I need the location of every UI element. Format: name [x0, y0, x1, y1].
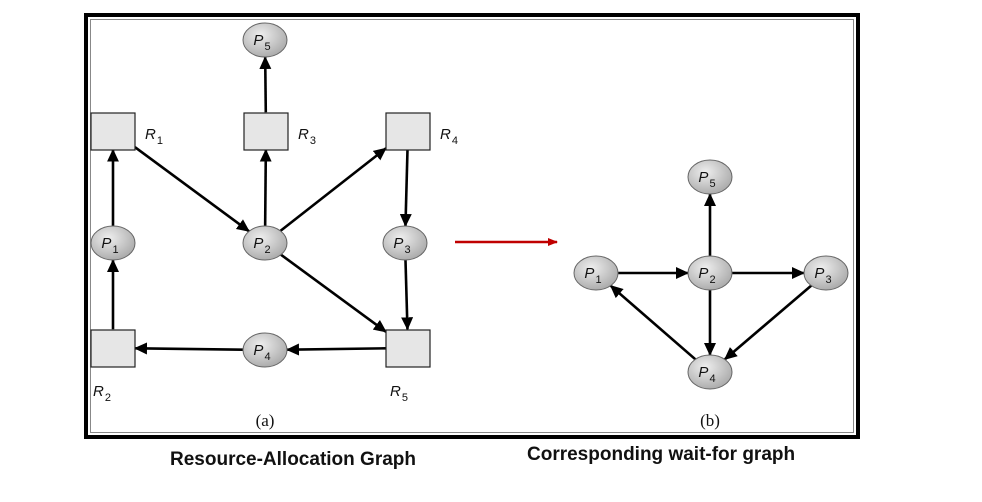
graph-a-process-P2: P2: [242, 225, 288, 261]
graph-b-caption: Corresponding wait-for graph: [527, 444, 796, 465]
graph-a-resource-R1: R1: [90, 112, 163, 151]
resource-label: R3: [298, 126, 316, 147]
process-node-shape: [687, 159, 733, 195]
figure-frame: [84, 13, 860, 439]
process-node-shape: [242, 332, 288, 368]
graph-a-process-P1: P1: [90, 225, 136, 261]
process-node-shape: [803, 255, 849, 291]
graph-b-process-P1: P1: [573, 255, 619, 291]
resource-node-shape: [90, 112, 136, 151]
resource-node-shape: [243, 112, 289, 151]
graph-a-edge-R4-P3: [399, 149, 412, 228]
graph-b-label: (b): [700, 411, 720, 430]
graph-a-edge-R5-P4: [285, 343, 387, 356]
graph-a-resource-R3: R3: [243, 112, 316, 151]
graph-a-edges: [107, 55, 414, 356]
figure-frame-inner: [90, 19, 854, 433]
process-node-shape: [242, 22, 288, 58]
graph-b-process-P4: P4: [687, 354, 733, 390]
resource-node-shape: [385, 112, 431, 151]
graph-b-edge-P4-P1: [609, 284, 697, 361]
process-node-shape: [573, 255, 619, 291]
resource-node-shape: [385, 329, 431, 368]
graph-a-edge-P4-R2: [134, 342, 244, 355]
graph-a-resource-R2: R2: [90, 329, 136, 404]
graph-a-resource-R4: R4: [385, 112, 458, 151]
graph-a-edge-P2-R5: [280, 253, 387, 333]
graph-a-edge-P3-R5: [401, 259, 414, 331]
graph-a-process-P3: P3: [382, 225, 428, 261]
graph-a-resource-R5: R5: [385, 329, 431, 404]
graph-a-edge-R3-P5: [259, 55, 272, 113]
resource-label: R4: [440, 126, 458, 147]
resource-label: R5: [390, 383, 408, 404]
graph-b-process-P5: P5: [687, 159, 733, 195]
graph-a-label: (a): [256, 411, 275, 430]
process-node-shape: [90, 225, 136, 261]
process-node-shape: [687, 255, 733, 291]
graph-a-process-P4: P4: [242, 332, 288, 368]
process-node-shape: [382, 225, 428, 261]
graph-b-edges: [609, 193, 813, 361]
resource-label: R2: [93, 383, 111, 404]
process-node-shape: [687, 354, 733, 390]
graph-a-edge-R1-P2: [134, 146, 250, 233]
graph-b-process-P3: P3: [803, 255, 849, 291]
graph-b-edge-P3-P4: [723, 284, 813, 361]
graph-a-edge-P2-R3: [259, 148, 272, 227]
graph-a-caption: Resource-Allocation Graph: [170, 449, 416, 470]
resource-label: R1: [145, 126, 163, 147]
process-node-shape: [242, 225, 288, 261]
graph-a-edge-P2-R4: [279, 147, 387, 232]
graph-a-process-P5: P5: [242, 22, 288, 58]
graph-b-process-P2: P2: [687, 255, 733, 291]
resource-node-shape: [90, 329, 136, 368]
